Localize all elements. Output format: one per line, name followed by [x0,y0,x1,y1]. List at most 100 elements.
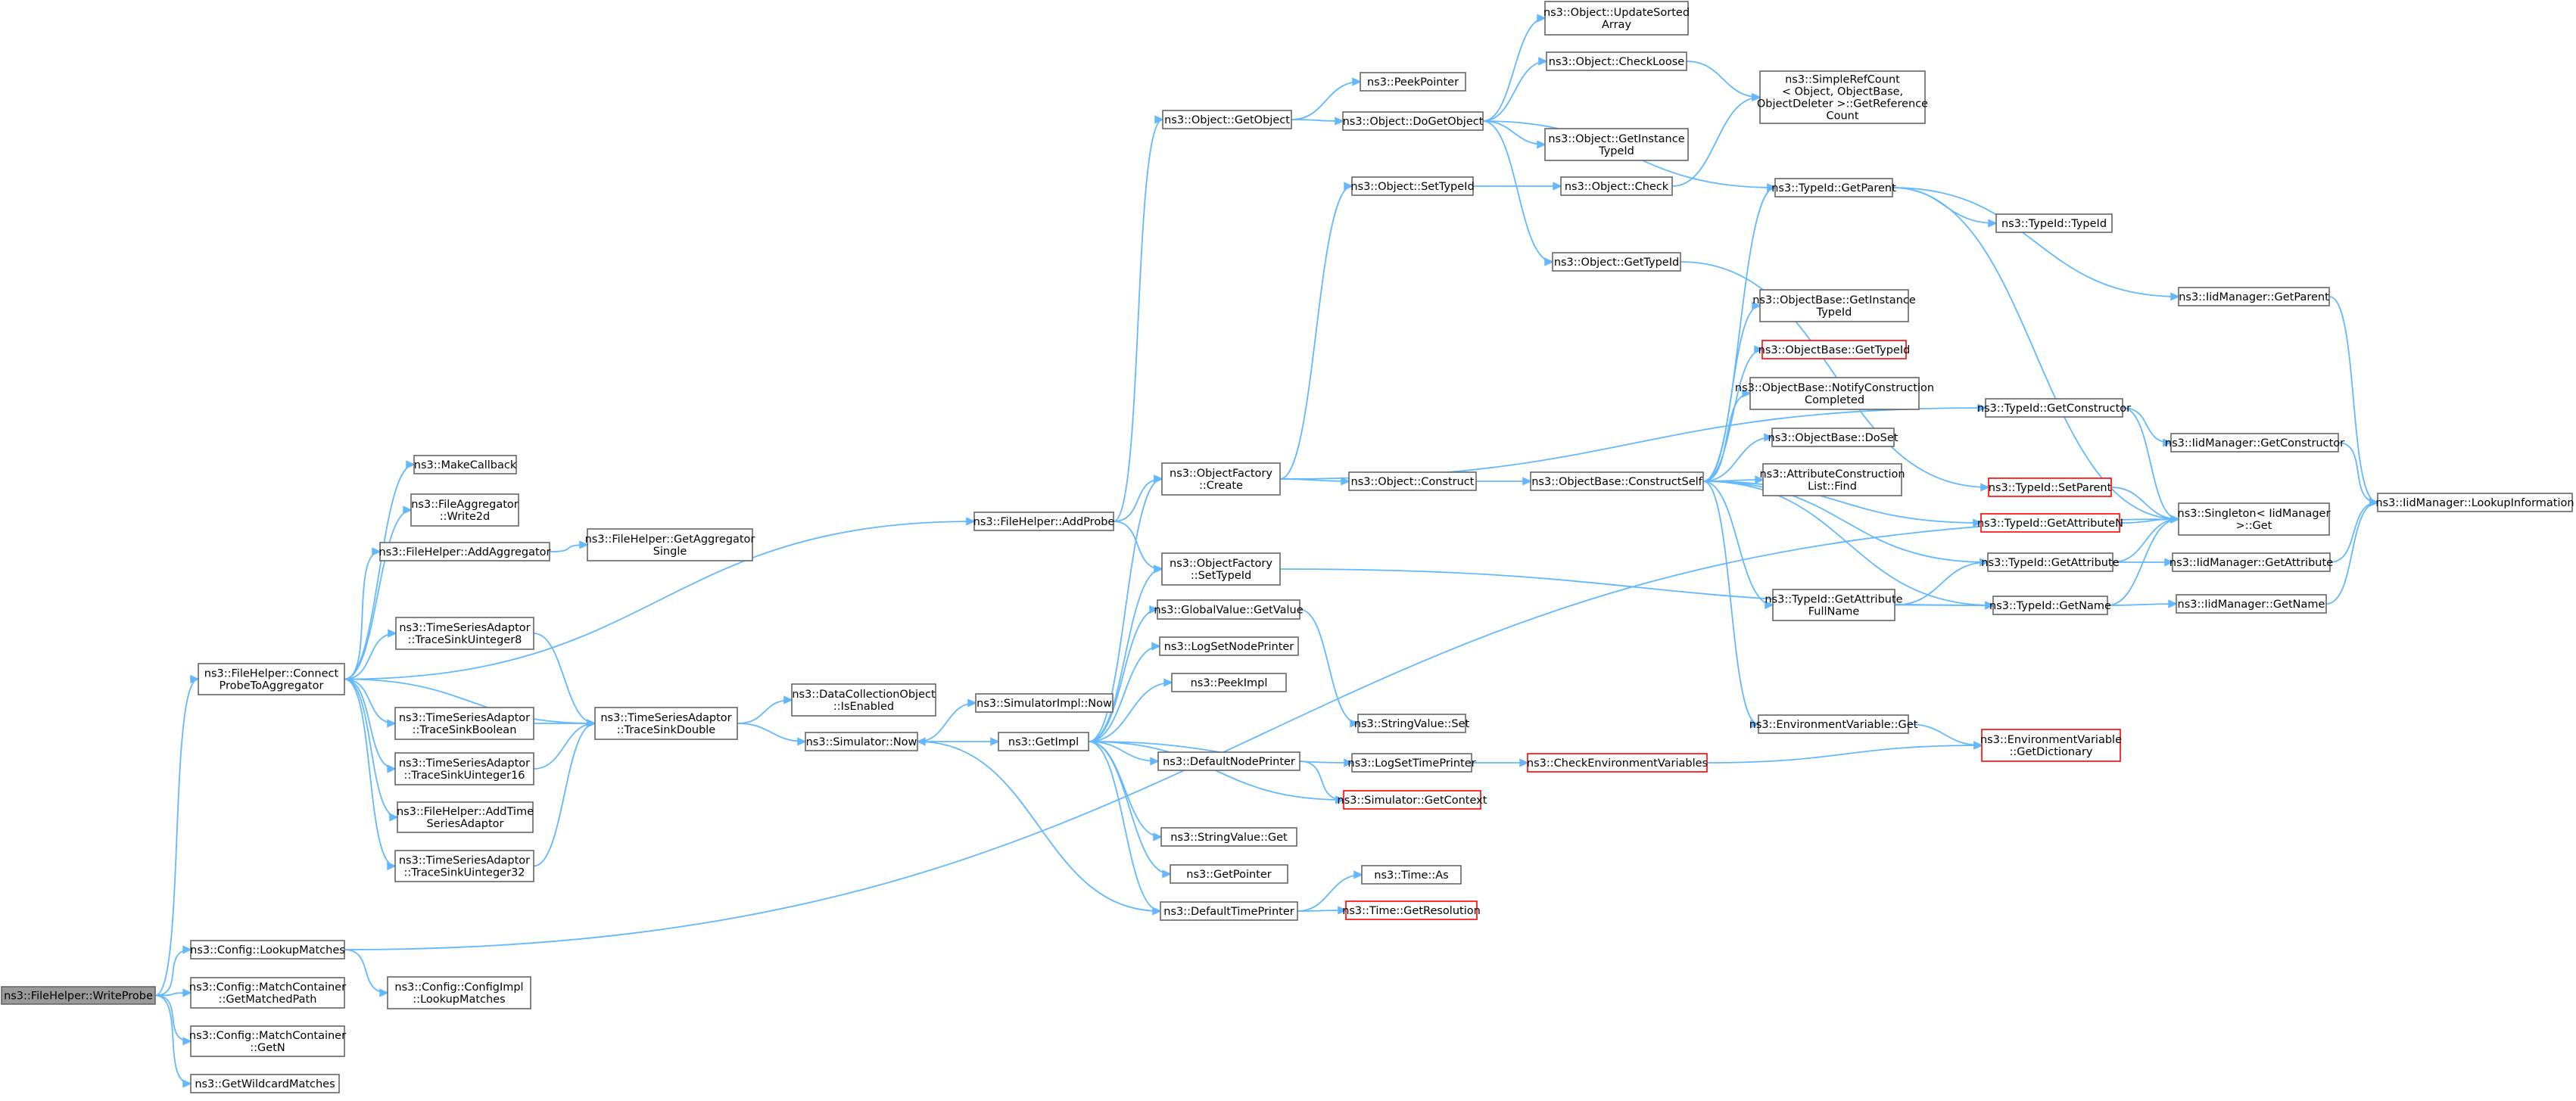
node-ob-notify[interactable]: ns3::ObjectBase::NotifyConstructionCompl… [1735,377,1934,410]
node-iid-get-constructor[interactable]: ns3::IidManager::GetConstructor [2165,433,2344,453]
node-env-get-dict[interactable]: ns3::EnvironmentVariable::GetDictionary [1980,729,2122,762]
node-config-impl-lookup[interactable]: ns3::Config::ConfigImpl::LookupMatches [387,976,531,1009]
node-iid-get-attr[interactable]: ns3::IidManager::GetAttribute [2170,552,2333,572]
node-obj-get-type-id[interactable]: ns3::Object::GetTypeId [1552,252,1681,272]
node-label: ns3::Config::LookupMatches [190,944,345,956]
node-ob-do-set[interactable]: ns3::ObjectBase::DoSet [1768,428,1899,447]
node-default-node[interactable]: ns3::DefaultNodePrinter [1157,751,1300,771]
node-tid-get-constructor[interactable]: ns3::TypeId::GetConstructor [1977,398,2131,418]
node-check-loose[interactable]: ns3::Object::CheckLoose [1546,51,1687,71]
node-sim-now[interactable]: ns3::Simulator::Now [805,732,918,751]
node-check-env[interactable]: ns3::CheckEnvironmentVariables [1527,753,1708,773]
edge-iid-get-constructor-to-iid-lookup [2338,442,2379,507]
node-box [975,693,1114,713]
node-obj-set-type-id[interactable]: ns3::Object::SetTypeId [1350,176,1475,196]
node-of-set-type-id[interactable]: ns3::ObjectFactory::SetTypeId [1161,552,1281,586]
node-ob-get-type-id[interactable]: ns3::ObjectBase::GetTypeId [1758,340,1911,359]
node-get-pointer[interactable]: ns3::GetPointer [1170,864,1288,884]
node-trace-u16[interactable]: ns3::TimeSeriesAdaptor::TraceSinkUintege… [394,752,534,785]
node-box [394,850,534,882]
node-write-2d[interactable]: ns3::FileAggregator::Write2d [410,493,519,527]
node-obj-get-object[interactable]: ns3::Object::GetObject [1162,110,1292,129]
node-lookup-matches[interactable]: ns3::Config::LookupMatches [190,940,345,959]
node-get-impl[interactable]: ns3::GetImpl [998,732,1089,751]
node-trace-u8[interactable]: ns3::TimeSeriesAdaptor::TraceSinkUintege… [395,617,534,650]
node-box [594,707,738,740]
edge-tid-get-attr-full-to-tid-get-name [1894,601,1995,610]
node-obj-construct[interactable]: ns3::Object::Construct [1348,471,1477,491]
node-construct-self[interactable]: ns3::ObjectBase::ConstructSelf [1530,471,1704,491]
node-get-matched-path[interactable]: ns3::Config::MatchContainer::GetMatchedP… [189,977,346,1009]
node-trace-u32[interactable]: ns3::TimeSeriesAdaptor::TraceSinkUintege… [394,850,534,882]
node-label: List::Find [1808,481,1857,493]
node-tid-type-id[interactable]: ns3::TypeId::TypeId [1995,213,2113,233]
node-root[interactable]: ns3::FileHelper::WriteProbe [1,986,156,1005]
edge-arrowhead [372,547,382,556]
edge-arrowhead [783,695,793,704]
node-str-get[interactable]: ns3::StringValue::Get [1160,827,1297,847]
node-do-get-object[interactable]: ns3::Object::DoGetObject [1342,111,1484,131]
node-add-aggregator[interactable]: ns3::FileHelper::AddAggregator [378,542,551,561]
node-peek-impl[interactable]: ns3::PeekImpl [1171,673,1287,692]
node-sim-impl-now[interactable]: ns3::SimulatorImpl::Now [975,693,1114,713]
node-sim-get-context[interactable]: ns3::Simulator::GetContext [1338,790,1487,810]
edge-line [154,994,192,1084]
node-tid-get-parent[interactable]: ns3::TypeId::GetParent [1771,178,1896,197]
node-connect-probe[interactable]: ns3::FileHelper::ConnectProbeToAggregato… [198,663,345,695]
node-box [1981,729,2121,762]
node-peek-pointer[interactable]: ns3::PeekPointer [1360,72,1466,92]
node-is-enabled[interactable]: ns3::DataCollectionObject::IsEnabled [791,683,936,717]
node-label: ::SetTypeId [1191,570,1251,582]
node-singleton-get[interactable]: ns3::Singleton< IidManager>::Get [2178,502,2331,536]
node-simple-ref[interactable]: ns3::SimpleRefCount< Object, ObjectBase,… [1757,70,1928,124]
node-trace-double[interactable]: ns3::TimeSeriesAdaptor::TraceSinkDouble [594,707,738,740]
edge-env-get-to-env-get-dict [1908,723,1983,750]
edge-line [1908,723,1983,746]
edge-iid-get-parent-to-iid-lookup [2328,296,2379,507]
node-log-set-time[interactable]: ns3::LogSetTimePrinter [1347,753,1476,773]
node-tid-get-name[interactable]: ns3::TypeId::GetName [1989,596,2111,615]
node-env-get[interactable]: ns3::EnvironmentVariable::Get [1749,714,1918,734]
node-label: ::GetDictionary [2010,746,2093,758]
node-label: ns3::TypeId::GetName [1989,600,2111,612]
edge-arrowhead [916,737,926,746]
node-obj-check[interactable]: ns3::Object::Check [1560,176,1673,196]
node-make-callback[interactable]: ns3::MakeCallback [413,455,517,474]
node-box [1995,213,2113,233]
node-iid-lookup[interactable]: ns3::IidManager::LookupInformation [2375,493,2574,512]
node-get-n[interactable]: ns3::Config::MatchContainer::GetN [189,1025,346,1057]
node-get-wildcard[interactable]: ns3::GetWildcardMatches [190,1074,340,1093]
node-tid-set-parent[interactable]: ns3::TypeId::SetParent [1988,477,2112,497]
node-label: ns3::FileHelper::Connect [204,668,339,680]
node-log-set-node[interactable]: ns3::LogSetNodePrinter [1159,636,1299,656]
node-of-create[interactable]: ns3::ObjectFactory::Create [1161,462,1281,496]
node-trace-bool[interactable]: ns3::TimeSeriesAdaptor::TraceSinkBoolean [394,707,534,740]
node-box [805,732,918,751]
node-str-set[interactable]: ns3::StringValue::Set [1354,714,1470,733]
node-gv-get-value[interactable]: ns3::GlobalValue::GetValue [1154,599,1304,620]
node-label: ns3::FileHelper::WriteProbe [4,991,153,1003]
node-label: ns3::Object::GetObject [1164,114,1290,126]
edge-sim-now-to-sim-impl-now [917,698,977,742]
node-tid-get-attr[interactable]: ns3::TypeId::GetAttribute [1981,552,2120,572]
edge-arrowhead [2164,558,2174,567]
node-iid-get-name[interactable]: ns3::IidManager::GetName [2176,594,2327,614]
node-box [394,707,534,740]
node-tid-get-attr-n[interactable]: ns3::TypeId::GetAttributeN [1977,513,2123,533]
edge-arrowhead [1750,720,1760,729]
edge-arrowhead [1153,832,1163,841]
node-default-time[interactable]: ns3::DefaultTimePrinter [1160,901,1298,921]
node-iid-get-parent[interactable]: ns3::IidManager::GetParent [2178,287,2330,306]
node-add-probe[interactable]: ns3::FileHelper::AddProbe [973,512,1115,531]
node-label: ns3::TimeSeriesAdaptor [399,855,530,867]
node-time-as[interactable]: ns3::Time::As [1361,865,1462,885]
node-time-get-res[interactable]: ns3::Time::GetResolution [1342,900,1481,920]
